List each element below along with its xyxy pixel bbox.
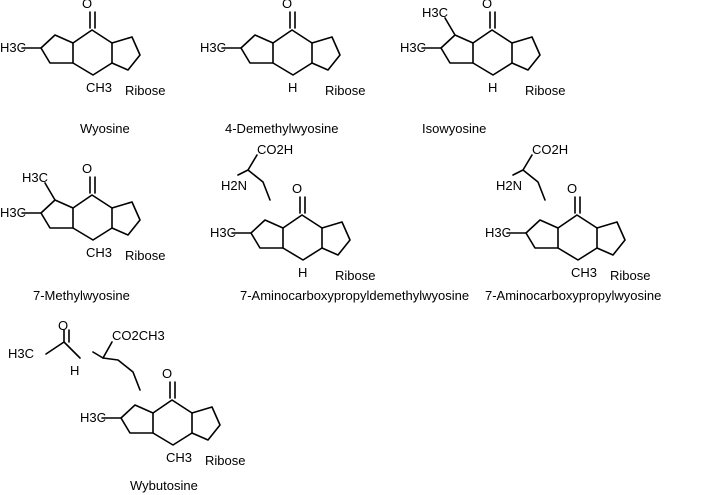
methyl-label: H3C — [0, 40, 26, 55]
n-methyl-label: CH3 — [86, 80, 112, 95]
nh-label: H — [488, 80, 497, 95]
methyl-label: H3C — [80, 410, 106, 425]
oxygen-label: O — [282, 0, 292, 11]
ribose-label: Ribose — [525, 83, 565, 98]
ribose-label: Ribose — [125, 248, 165, 263]
methyl-label: H3C — [400, 40, 426, 55]
compound-name: 4-Demethylwyosine — [225, 121, 338, 136]
structure-wyosine: O H3C CH3 Ribose Wyosine — [0, 0, 165, 136]
methyl-label: H3C — [422, 5, 448, 20]
ribose-label: Ribose — [610, 268, 650, 283]
oxygen-label: O — [567, 181, 577, 196]
structure-wybutosine: O H3C CH3 Ribose O CO2CH3 H3C H Wybutosi… — [8, 318, 245, 493]
carboxyl-label: CO2H — [257, 142, 293, 157]
compound-name: Isowyosine — [422, 121, 486, 136]
methyl-label: H3C — [0, 205, 26, 220]
ribose-label: Ribose — [325, 83, 365, 98]
oxygen-label: O — [82, 0, 92, 11]
amine-label: H2N — [496, 178, 522, 193]
core-ring — [21, 176, 141, 241]
methyl-label: H3C — [22, 170, 48, 185]
side-chain — [512, 154, 546, 201]
oxygen-label: O — [162, 366, 172, 381]
ribose-label: Ribose — [125, 83, 165, 98]
compound-name: Wyosine — [80, 121, 130, 136]
methyl-label: H3C — [485, 225, 511, 240]
core-ring — [421, 11, 541, 76]
structure-7-methylwyosine: O H3C H3C CH3 Ribose 7-Methylwyosine — [0, 161, 165, 303]
oxygen-label: O — [82, 161, 92, 176]
nh-label: H — [288, 80, 297, 95]
oxygen-label: O — [58, 318, 68, 333]
core-ring: O H3C CH3 Ribose — [485, 181, 650, 283]
amide-nh-label: H — [70, 363, 79, 378]
n-methyl-label: CH3 — [166, 450, 192, 465]
n-methyl-label: CH3 — [571, 265, 597, 280]
carboxyl-label: CO2H — [532, 142, 568, 157]
core-ring — [221, 11, 341, 76]
ribose-label: Ribose — [205, 453, 245, 468]
acetyl-methyl-label: H3C — [8, 346, 34, 361]
methyl-label: H3C — [200, 40, 226, 55]
nh-label: H — [298, 265, 307, 280]
oxygen-label: O — [292, 181, 302, 196]
compound-name: Wybutosine — [130, 478, 198, 493]
compound-name: 7-Aminocarboxypropyldemethylwyosine — [240, 288, 469, 303]
oxygen-label: O — [482, 0, 492, 11]
compound-name: 7-Aminocarboxypropylwyosine — [485, 288, 661, 303]
n-methyl-label: CH3 — [86, 245, 112, 260]
structure-7-acp-wyosine: O H3C CH3 Ribose CO2H H2N 7-Aminocarboxy… — [485, 142, 661, 303]
structure-isowyosine: O H3C H3C H Ribose Isowyosine — [400, 0, 565, 136]
side-chain — [45, 329, 141, 391]
structure-7-acp-demethylwyosine: O H3C H Ribose CO2H H2N 7-Aminocarboxypr… — [210, 142, 469, 303]
side-chain — [237, 154, 271, 201]
core-ring: O H3C H Ribose — [210, 181, 375, 283]
ester-label: CO2CH3 — [112, 328, 165, 343]
compound-name: 7-Methylwyosine — [33, 288, 130, 303]
amine-label: H2N — [221, 178, 247, 193]
core-ring — [21, 11, 141, 76]
ribose-label: Ribose — [335, 268, 375, 283]
methyl-label: H3C — [210, 225, 236, 240]
structure-4-demethylwyosine: O H3C H Ribose 4-Demethylwyosine — [200, 0, 365, 136]
core-ring: O H3C CH3 Ribose — [80, 366, 245, 468]
